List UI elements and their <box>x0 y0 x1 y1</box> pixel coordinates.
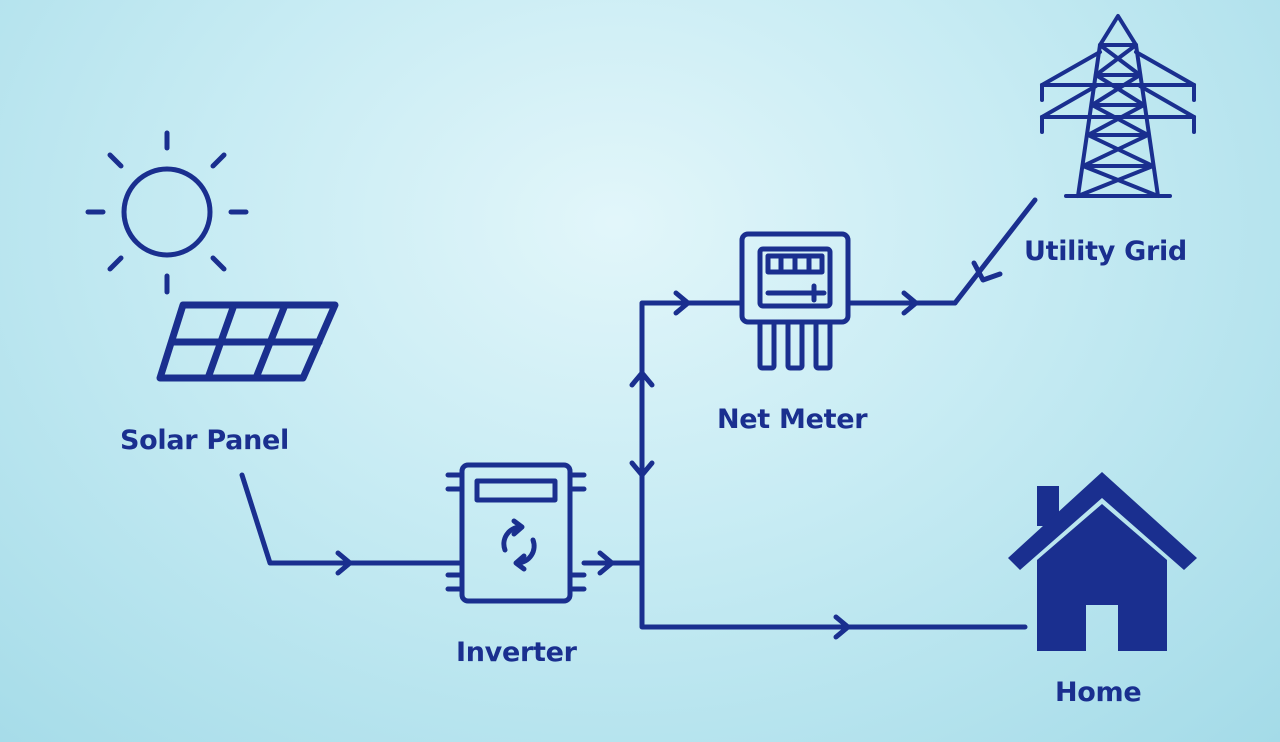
solar-panel-label: Solar Panel <box>120 425 289 456</box>
solar-panel-icon <box>156 301 339 382</box>
inverter-label: Inverter <box>456 637 577 668</box>
arrow-right-icon <box>597 550 615 576</box>
arrow-down-icon <box>629 460 655 478</box>
edge-netmeter-to-grid <box>845 290 958 316</box>
net-meter-icon <box>739 231 851 371</box>
home-label: Home <box>1055 677 1142 708</box>
arrow-right-icon <box>901 290 919 316</box>
arrow-right-icon <box>833 614 851 640</box>
arrow-up-icon <box>629 370 655 388</box>
edge-solar-to-inverter <box>239 472 463 576</box>
arrow-down-left-icon <box>971 260 1003 283</box>
utility-grid-label: Utility Grid <box>1024 236 1187 267</box>
transmission-tower-icon <box>1040 14 1196 198</box>
edge-inverter-to-home <box>639 560 1028 640</box>
sun-icon <box>85 130 249 295</box>
edge-grid-to-netmeter <box>952 197 1038 306</box>
net-meter-label: Net Meter <box>717 404 868 435</box>
arrow-right-icon <box>335 550 353 576</box>
edge-inverter-out <box>581 550 645 576</box>
house-icon <box>1008 472 1197 651</box>
arrow-right-icon <box>673 290 691 316</box>
edge-inverter-netmeter <box>629 290 743 566</box>
inverter-icon <box>445 462 587 604</box>
